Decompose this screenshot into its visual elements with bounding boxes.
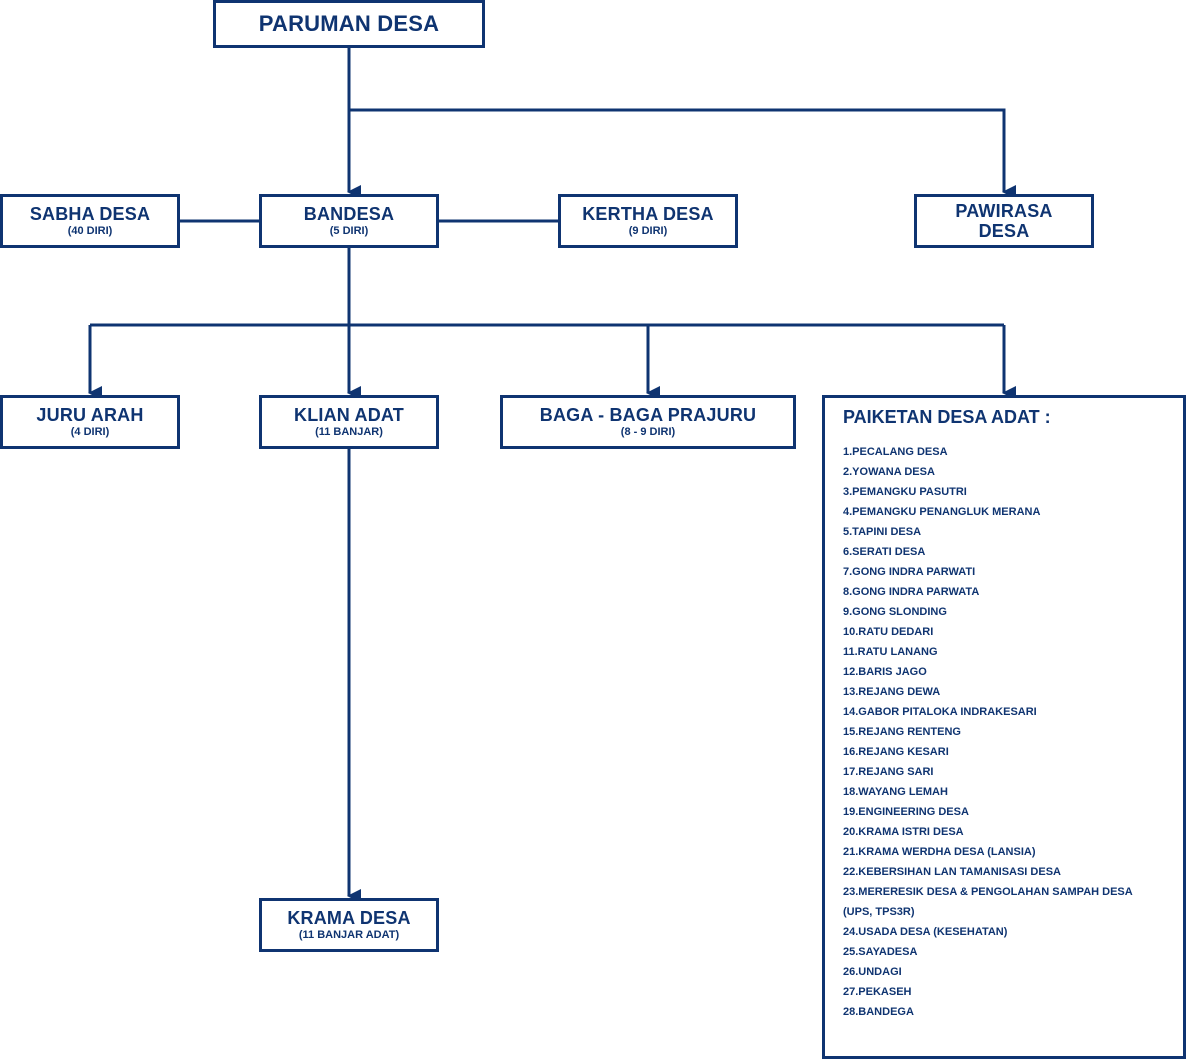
node-subtitle: (40 DIRI) xyxy=(67,225,113,237)
node-subtitle: (4 DIRI) xyxy=(70,426,110,438)
list-item: 27.PEKASEH xyxy=(843,986,912,998)
node-title: KLIAN ADAT xyxy=(294,405,404,425)
list-item: 14.GABOR PITALOKA INDRAKESARI xyxy=(843,706,1037,718)
node-juru-arah: JURU ARAH (4 DIRI) xyxy=(0,395,180,449)
list-item: 15.REJANG RENTENG xyxy=(843,726,961,738)
node-subtitle: (11 BANJAR ADAT) xyxy=(298,929,400,941)
list-item: 10.RATU DEDARI xyxy=(843,626,934,638)
list-item: 12.BARIS JAGO xyxy=(843,666,927,678)
list-item: 9.GONG SLONDING xyxy=(843,606,947,618)
paiketan-list: 1.PECALANG DESA 2.YOWANA DESA 3.PEMANGKU P… xyxy=(843,442,1169,1022)
edge-paruman-pawirasa xyxy=(349,108,1016,199)
node-krama-desa: KRAMA DESA (11 BANJAR ADAT) xyxy=(259,898,439,952)
list-item: 1.PECALANG DESA xyxy=(843,446,948,458)
list-item: 16.REJANG KESARI xyxy=(843,746,949,758)
node-klian-adat: KLIAN ADAT (11 BANJAR) xyxy=(259,395,439,449)
list-item: (UPS, TPS3R) xyxy=(843,906,915,918)
list-item: 8.GONG INDRA PARWATA xyxy=(843,586,980,598)
panel-title: PAIKETAN DESA ADAT : xyxy=(843,407,1051,427)
list-item: 6.SERATI DESA xyxy=(843,546,926,558)
list-item: 19.ENGINEERING DESA xyxy=(843,806,969,818)
list-item: 22.KEBERSIHAN LAN TAMANISASI DESA xyxy=(843,866,1061,878)
list-item: 3.PEMANGKU PASUTRI xyxy=(843,486,967,498)
list-item: 2.YOWANA DESA xyxy=(843,466,935,478)
list-item: 24.USADA DESA (KESEHATAN) xyxy=(843,926,1008,938)
list-item: 17.REJANG SARI xyxy=(843,766,934,778)
list-item: 5.TAPINI DESA xyxy=(843,526,922,538)
list-item: 23.MERERESIK DESA & PENGOLAHAN SAMPAH DE… xyxy=(843,886,1133,898)
node-paruman-desa: PARUMAN DESA xyxy=(213,0,485,48)
node-kertha-desa: KERTHA DESA (9 DIRI) xyxy=(558,194,738,248)
node-paiketan-desa-adat: PAIKETAN DESA ADAT : 1.PECALANG DESA 2.YO… xyxy=(822,395,1186,1059)
list-item: 21.KRAMA WERDHA DESA (LANSIA) xyxy=(843,846,1036,858)
node-title: JURU ARAH xyxy=(36,405,144,425)
node-subtitle: (9 DIRI) xyxy=(628,225,668,237)
list-item: 11.RATU LANANG xyxy=(843,646,938,658)
node-baga-prajuru: BAGA - BAGA PRAJURU (8 - 9 DIRI) xyxy=(500,395,796,449)
node-subtitle: (8 - 9 DIRI) xyxy=(620,426,676,438)
list-item: 26.UNDAGI xyxy=(843,966,902,978)
node-title-line1: PAWIRASA xyxy=(955,201,1053,221)
list-item: 4.PEMANGKU PENANGLUK MERANA xyxy=(843,506,1041,518)
node-sabha-desa: SABHA DESA (40 DIRI) xyxy=(0,194,180,248)
list-item: 18.WAYANG LEMAH xyxy=(843,786,948,798)
node-title: PARUMAN DESA xyxy=(258,11,440,36)
node-title: KRAMA DESA xyxy=(287,908,411,928)
node-title: KERTHA DESA xyxy=(582,204,714,224)
node-pawirasa-desa: PAWIRASA DESA xyxy=(914,194,1094,248)
node-bandesa: BANDESA (5 DIRI) xyxy=(259,194,439,248)
list-item: 25.SAYADESA xyxy=(843,946,918,958)
list-item: 20.KRAMA ISTRI DESA xyxy=(843,826,964,838)
node-subtitle: (11 BANJAR) xyxy=(315,426,383,438)
list-item: 28.BANDEGA xyxy=(843,1006,914,1018)
node-subtitle: (5 DIRI) xyxy=(329,225,369,237)
node-title: BANDESA xyxy=(303,204,395,224)
node-title: SABHA DESA xyxy=(29,204,151,224)
node-title: BAGA - BAGA PRAJURU xyxy=(539,405,757,425)
list-item: 13.REJANG DEWA xyxy=(843,686,941,698)
node-title-line2: DESA xyxy=(978,221,1030,241)
list-item: 7.GONG INDRA PARWATI xyxy=(843,566,976,578)
